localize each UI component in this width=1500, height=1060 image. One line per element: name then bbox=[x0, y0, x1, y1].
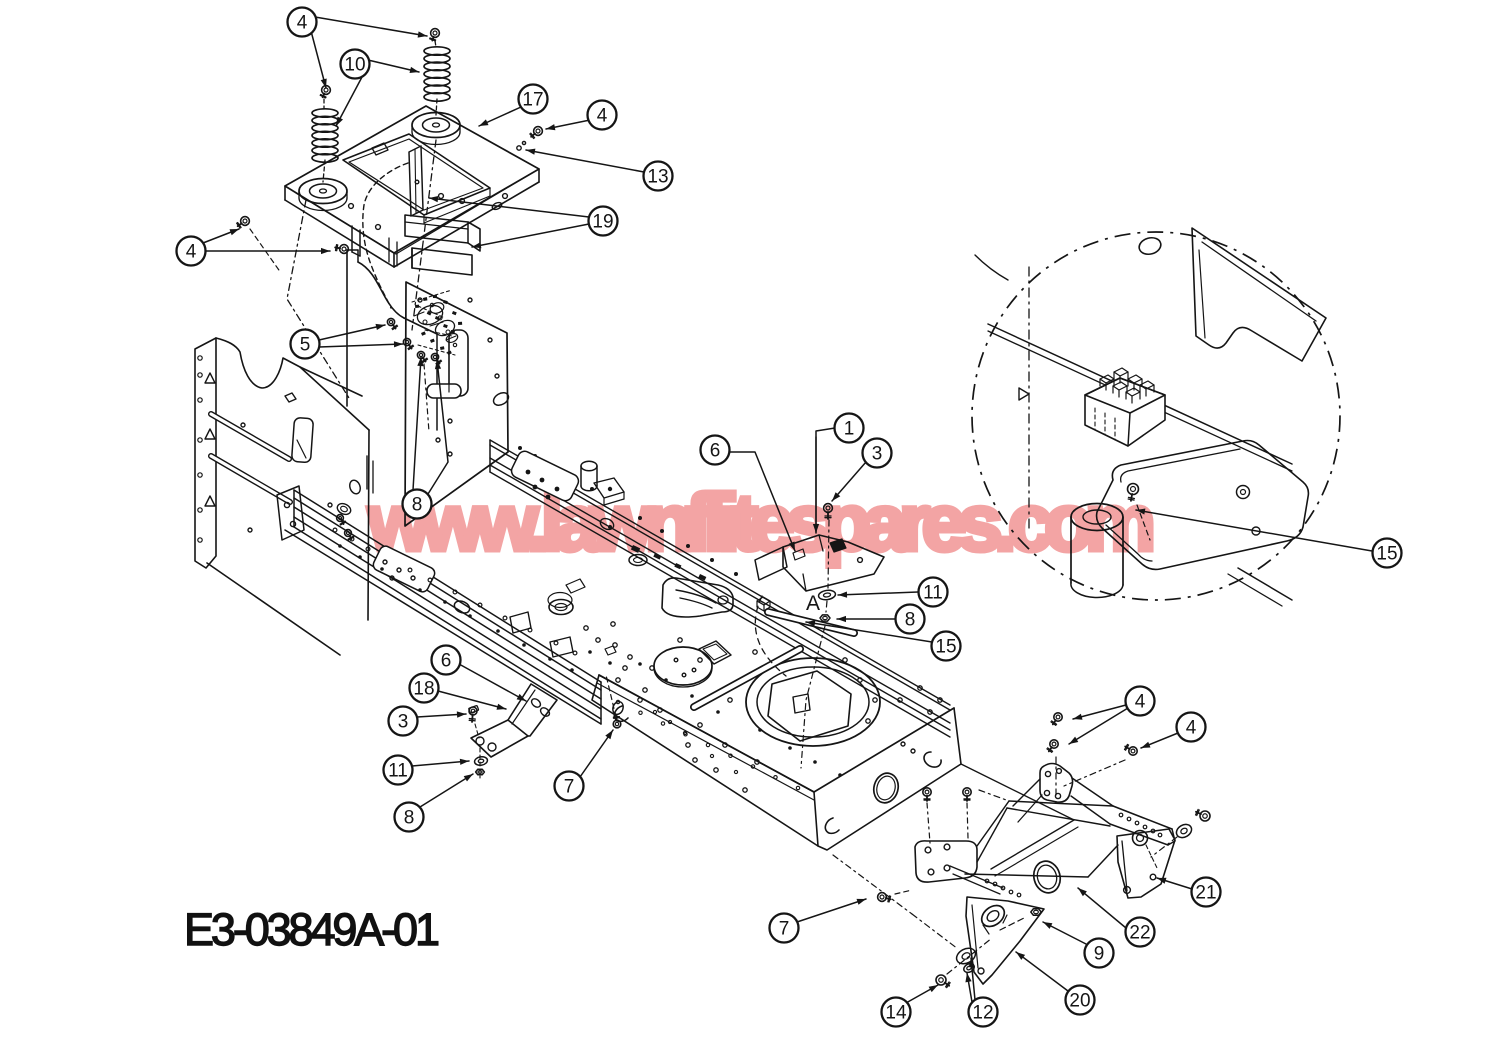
svg-text:9: 9 bbox=[1094, 944, 1105, 965]
svg-text:20: 20 bbox=[1069, 991, 1090, 1012]
svg-text:15: 15 bbox=[1376, 544, 1397, 565]
svg-text:22: 22 bbox=[1129, 923, 1150, 944]
svg-text:11: 11 bbox=[388, 761, 408, 782]
svg-text:12: 12 bbox=[972, 1003, 993, 1024]
svg-text:8: 8 bbox=[404, 808, 415, 829]
svg-text:8: 8 bbox=[412, 495, 423, 516]
svg-text:E3-03849A-01: E3-03849A-01 bbox=[184, 904, 440, 955]
svg-text:18: 18 bbox=[413, 679, 434, 700]
svg-text:6: 6 bbox=[441, 651, 452, 672]
svg-text:1: 1 bbox=[844, 419, 855, 440]
svg-text:4: 4 bbox=[1135, 692, 1146, 713]
svg-text:10: 10 bbox=[344, 55, 365, 76]
svg-text:4: 4 bbox=[186, 242, 197, 263]
svg-text:A: A bbox=[806, 592, 820, 615]
svg-text:17: 17 bbox=[522, 90, 543, 111]
svg-text:8: 8 bbox=[905, 610, 916, 631]
svg-text:4: 4 bbox=[597, 106, 608, 127]
svg-text:21: 21 bbox=[1195, 883, 1216, 904]
svg-text:6: 6 bbox=[710, 441, 721, 462]
svg-text:4: 4 bbox=[1186, 718, 1197, 739]
svg-text:7: 7 bbox=[564, 777, 575, 798]
svg-text:3: 3 bbox=[872, 444, 883, 465]
svg-text:11: 11 bbox=[923, 583, 943, 604]
svg-text:19: 19 bbox=[592, 212, 613, 233]
svg-text:5: 5 bbox=[300, 335, 311, 356]
svg-text:3: 3 bbox=[398, 712, 409, 733]
svg-text:15: 15 bbox=[935, 637, 956, 658]
svg-text:4: 4 bbox=[297, 13, 308, 34]
svg-text:14: 14 bbox=[885, 1003, 907, 1024]
svg-text:13: 13 bbox=[647, 167, 668, 188]
svg-text:www.lawnflitespares.com: www.lawnflitespares.com bbox=[367, 478, 1154, 567]
svg-text:7: 7 bbox=[779, 919, 790, 940]
